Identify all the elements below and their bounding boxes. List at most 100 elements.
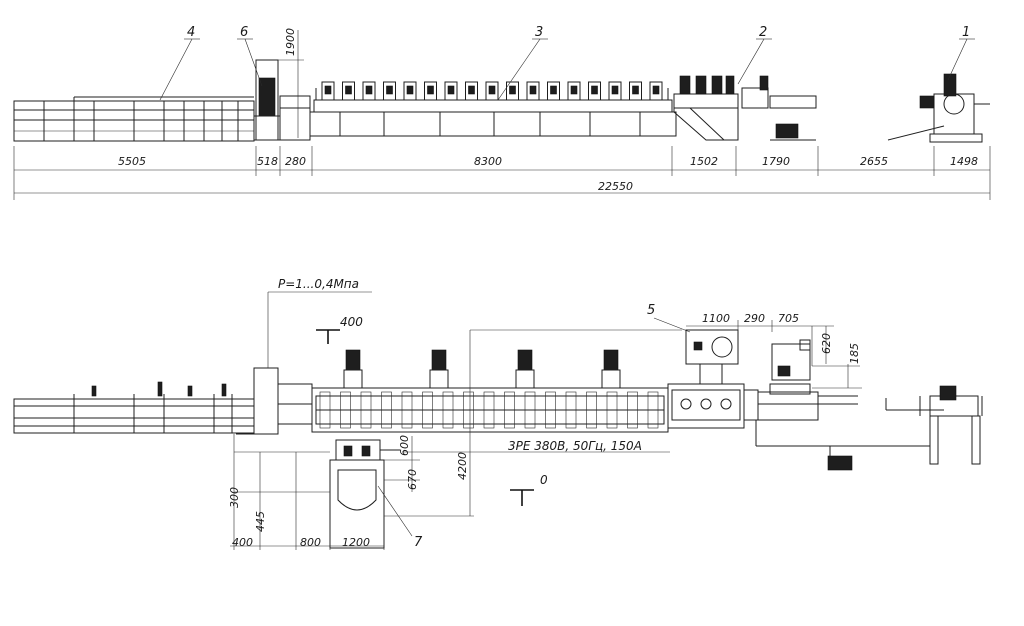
- forming-stand: [444, 81, 458, 101]
- plan-press: [236, 367, 313, 435]
- height-dimension: [278, 30, 304, 138]
- dim-400: 400: [232, 536, 253, 549]
- hydraulic-station: [755, 420, 930, 471]
- forming-stand: [526, 81, 540, 101]
- plan-stand: [463, 391, 474, 429]
- control-cabinet: [685, 329, 811, 385]
- forming-stand: [547, 81, 560, 101]
- forming-stand: [608, 81, 622, 101]
- forming-stand: [321, 81, 335, 101]
- plan-stand: [422, 391, 433, 429]
- forming-stand: [506, 81, 519, 101]
- dim-620: 620: [820, 333, 833, 354]
- air-pressure-leader: [267, 291, 372, 368]
- forming-stand: [629, 81, 642, 101]
- segment-dimension-line: [13, 146, 991, 200]
- forming-stand: [649, 81, 663, 101]
- forming-stand: [485, 81, 499, 101]
- plan-stand: [319, 391, 331, 429]
- dim-290: 290: [744, 312, 765, 325]
- stand-roll: [570, 85, 578, 95]
- callout-7: 7: [414, 535, 423, 550]
- stand-roll: [529, 85, 537, 95]
- plan-stand: [545, 391, 556, 429]
- dim-518: 518: [257, 155, 278, 168]
- stand-roll: [468, 85, 475, 95]
- section-bottom-label: 0: [540, 473, 548, 487]
- forming-stands: [321, 81, 663, 101]
- plan-stand: [381, 391, 392, 429]
- dim-2655: 2655: [860, 155, 888, 168]
- dim-5505: 5505: [118, 155, 146, 168]
- side-view: 1 2 3 4 6 1900 5505 518 280 8300 1502: [13, 25, 991, 200]
- stand-roll: [591, 85, 598, 95]
- plan-stand: [340, 391, 351, 429]
- forming-stand: [424, 81, 437, 101]
- callout-3: 3: [535, 25, 543, 40]
- height-dim-label: 1900: [284, 28, 297, 56]
- section-mark-top: [316, 329, 340, 344]
- air-pressure-note: P=1...0,4Mпа: [278, 277, 359, 291]
- plan-forming-mill: [311, 349, 669, 433]
- plan-stand: [524, 391, 536, 429]
- plan-stand: [483, 391, 495, 429]
- cutoff-press: [253, 59, 311, 141]
- plan-output-table: [13, 381, 255, 434]
- dim-185: 185: [848, 343, 861, 364]
- stand-roll: [550, 85, 557, 95]
- cabinet-dim-lines: [686, 320, 862, 389]
- roll-forming-mill: [309, 81, 677, 137]
- dim-total-22550: 22550: [598, 180, 633, 193]
- dim-280: 280: [285, 155, 306, 168]
- plan-stand: [360, 391, 372, 429]
- forming-stand: [465, 81, 478, 101]
- dim-800: 800: [300, 536, 321, 549]
- dim-670: 670: [406, 469, 419, 490]
- stand-roll: [386, 85, 393, 95]
- plan-stand: [504, 391, 515, 429]
- forming-stand: [403, 81, 417, 101]
- forming-stand: [588, 81, 601, 101]
- stand-roll: [406, 85, 414, 95]
- straightener-unit: [673, 75, 817, 141]
- stand-roll: [509, 85, 516, 95]
- stand-roll: [345, 85, 352, 95]
- stand-roll: [652, 85, 660, 95]
- dim-4200-lines: [384, 329, 682, 517]
- dim-445: 445: [254, 511, 267, 532]
- dim-705: 705: [778, 312, 799, 325]
- drive-motors: [343, 349, 621, 389]
- callout-5: 5: [647, 303, 655, 318]
- output-table: [13, 96, 255, 142]
- plan-stand-rolls: [319, 391, 659, 429]
- forming-stand: [342, 81, 355, 101]
- plan-uncoiler: [885, 385, 983, 465]
- stand-roll: [632, 85, 639, 95]
- stand-roll: [611, 85, 619, 95]
- dim-1502: 1502: [690, 155, 718, 168]
- stand-roll: [324, 85, 332, 95]
- plan-stand: [401, 391, 413, 429]
- callout-1: 1: [962, 25, 970, 40]
- plan-stand: [565, 391, 577, 429]
- power-spec: 3PE 380В, 50Гц, 150А: [508, 439, 642, 453]
- callout-2: 2: [759, 25, 767, 40]
- plan-view: 5 7: [13, 277, 983, 550]
- plan-stand: [627, 391, 638, 429]
- section-mark-bottom: [510, 489, 534, 506]
- forming-stand: [383, 81, 396, 101]
- callout-leaders: [159, 38, 975, 101]
- dim-1100: 1100: [702, 312, 730, 325]
- forming-stand: [362, 81, 376, 101]
- station-dim-lines: [230, 434, 420, 550]
- dim-8300: 8300: [474, 155, 502, 168]
- callout-4: 4: [187, 25, 195, 40]
- plan-stand: [647, 391, 659, 429]
- plan-stand: [586, 391, 597, 429]
- plan-stand: [606, 391, 618, 429]
- forming-stand: [567, 81, 581, 101]
- section-top-label: 400: [340, 315, 363, 329]
- operator-station: [329, 439, 400, 549]
- dim-300: 300: [228, 487, 241, 508]
- dim-1790: 1790: [762, 155, 790, 168]
